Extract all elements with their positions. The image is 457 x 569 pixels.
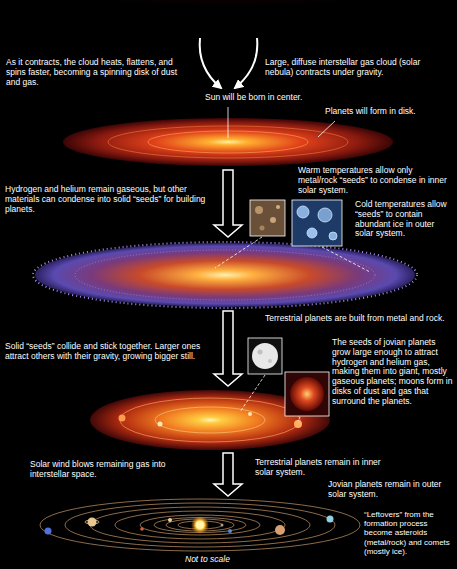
annotation-label: Large, diffuse interstellar gas cloud (s…	[265, 58, 450, 78]
scale-note: Not to scale	[185, 555, 265, 565]
annotation-label: Cold temperatures allow “seeds” to conta…	[355, 200, 453, 239]
annotation-label: As it contracts, the cloud heats, flatte…	[6, 58, 191, 87]
annotation-label: Hydrogen and helium remain gaseous, but …	[5, 185, 210, 214]
annotation-label: Sun will be born in center.	[205, 93, 325, 103]
annotation-label: Jovian planets remain in outer solar sys…	[328, 480, 453, 500]
annotation-label: Terrestrial planets remain in inner sola…	[255, 458, 395, 478]
annotation-label: Solar wind blows remaining gas into inte…	[30, 460, 195, 480]
annotation-label: Planets will form in disk.	[325, 107, 445, 117]
annotation-label: The seeds of jovian planets grow large e…	[332, 338, 454, 406]
annotation-label: Terrestrial planets are built from metal…	[265, 314, 445, 324]
annotation-label: Solid “seeds” collide and stick together…	[5, 342, 205, 362]
annotation-label: Warm temperatures allow only metal/rock …	[298, 166, 450, 195]
annotation-label: “Leftovers” from the formation process b…	[364, 510, 454, 556]
